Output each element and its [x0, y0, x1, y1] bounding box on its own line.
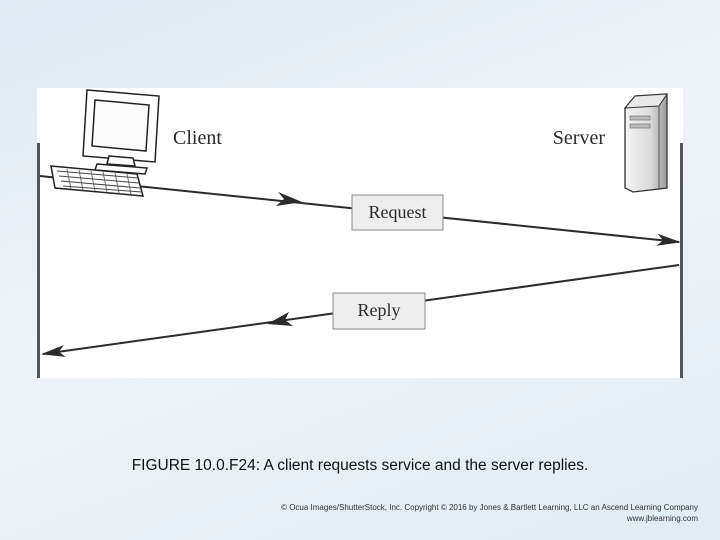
request-mid-arrowhead [276, 192, 302, 206]
diagram-canvas: Request Reply Client Server [37, 89, 683, 378]
server-label: Server [553, 127, 606, 149]
reply-label: Reply [358, 300, 401, 320]
reply-mid-arrowhead [267, 312, 293, 326]
reply-box: Reply [332, 292, 426, 330]
credit-line-2: www.jblearning.com [626, 513, 698, 523]
request-box: Request [351, 194, 444, 231]
copyright-credit: © Ocua Images/ShutterStock, Inc. Copyrig… [281, 503, 698, 524]
client-label: Client [173, 127, 222, 149]
desktop-computer-icon [50, 89, 160, 197]
client-server-diagram: Request Reply Client Server [37, 88, 683, 378]
figure-caption: FIGURE 10.0.F24: A client requests servi… [0, 457, 720, 475]
server-tower-icon [623, 93, 668, 193]
credit-line-1: © Ocua Images/ShutterStock, Inc. Copyrig… [281, 503, 698, 512]
caption-prefix: FIGURE 10.0.F24: [131, 457, 261, 474]
caption-text: A client requests service and the server… [260, 457, 589, 474]
request-label: Request [369, 202, 427, 222]
